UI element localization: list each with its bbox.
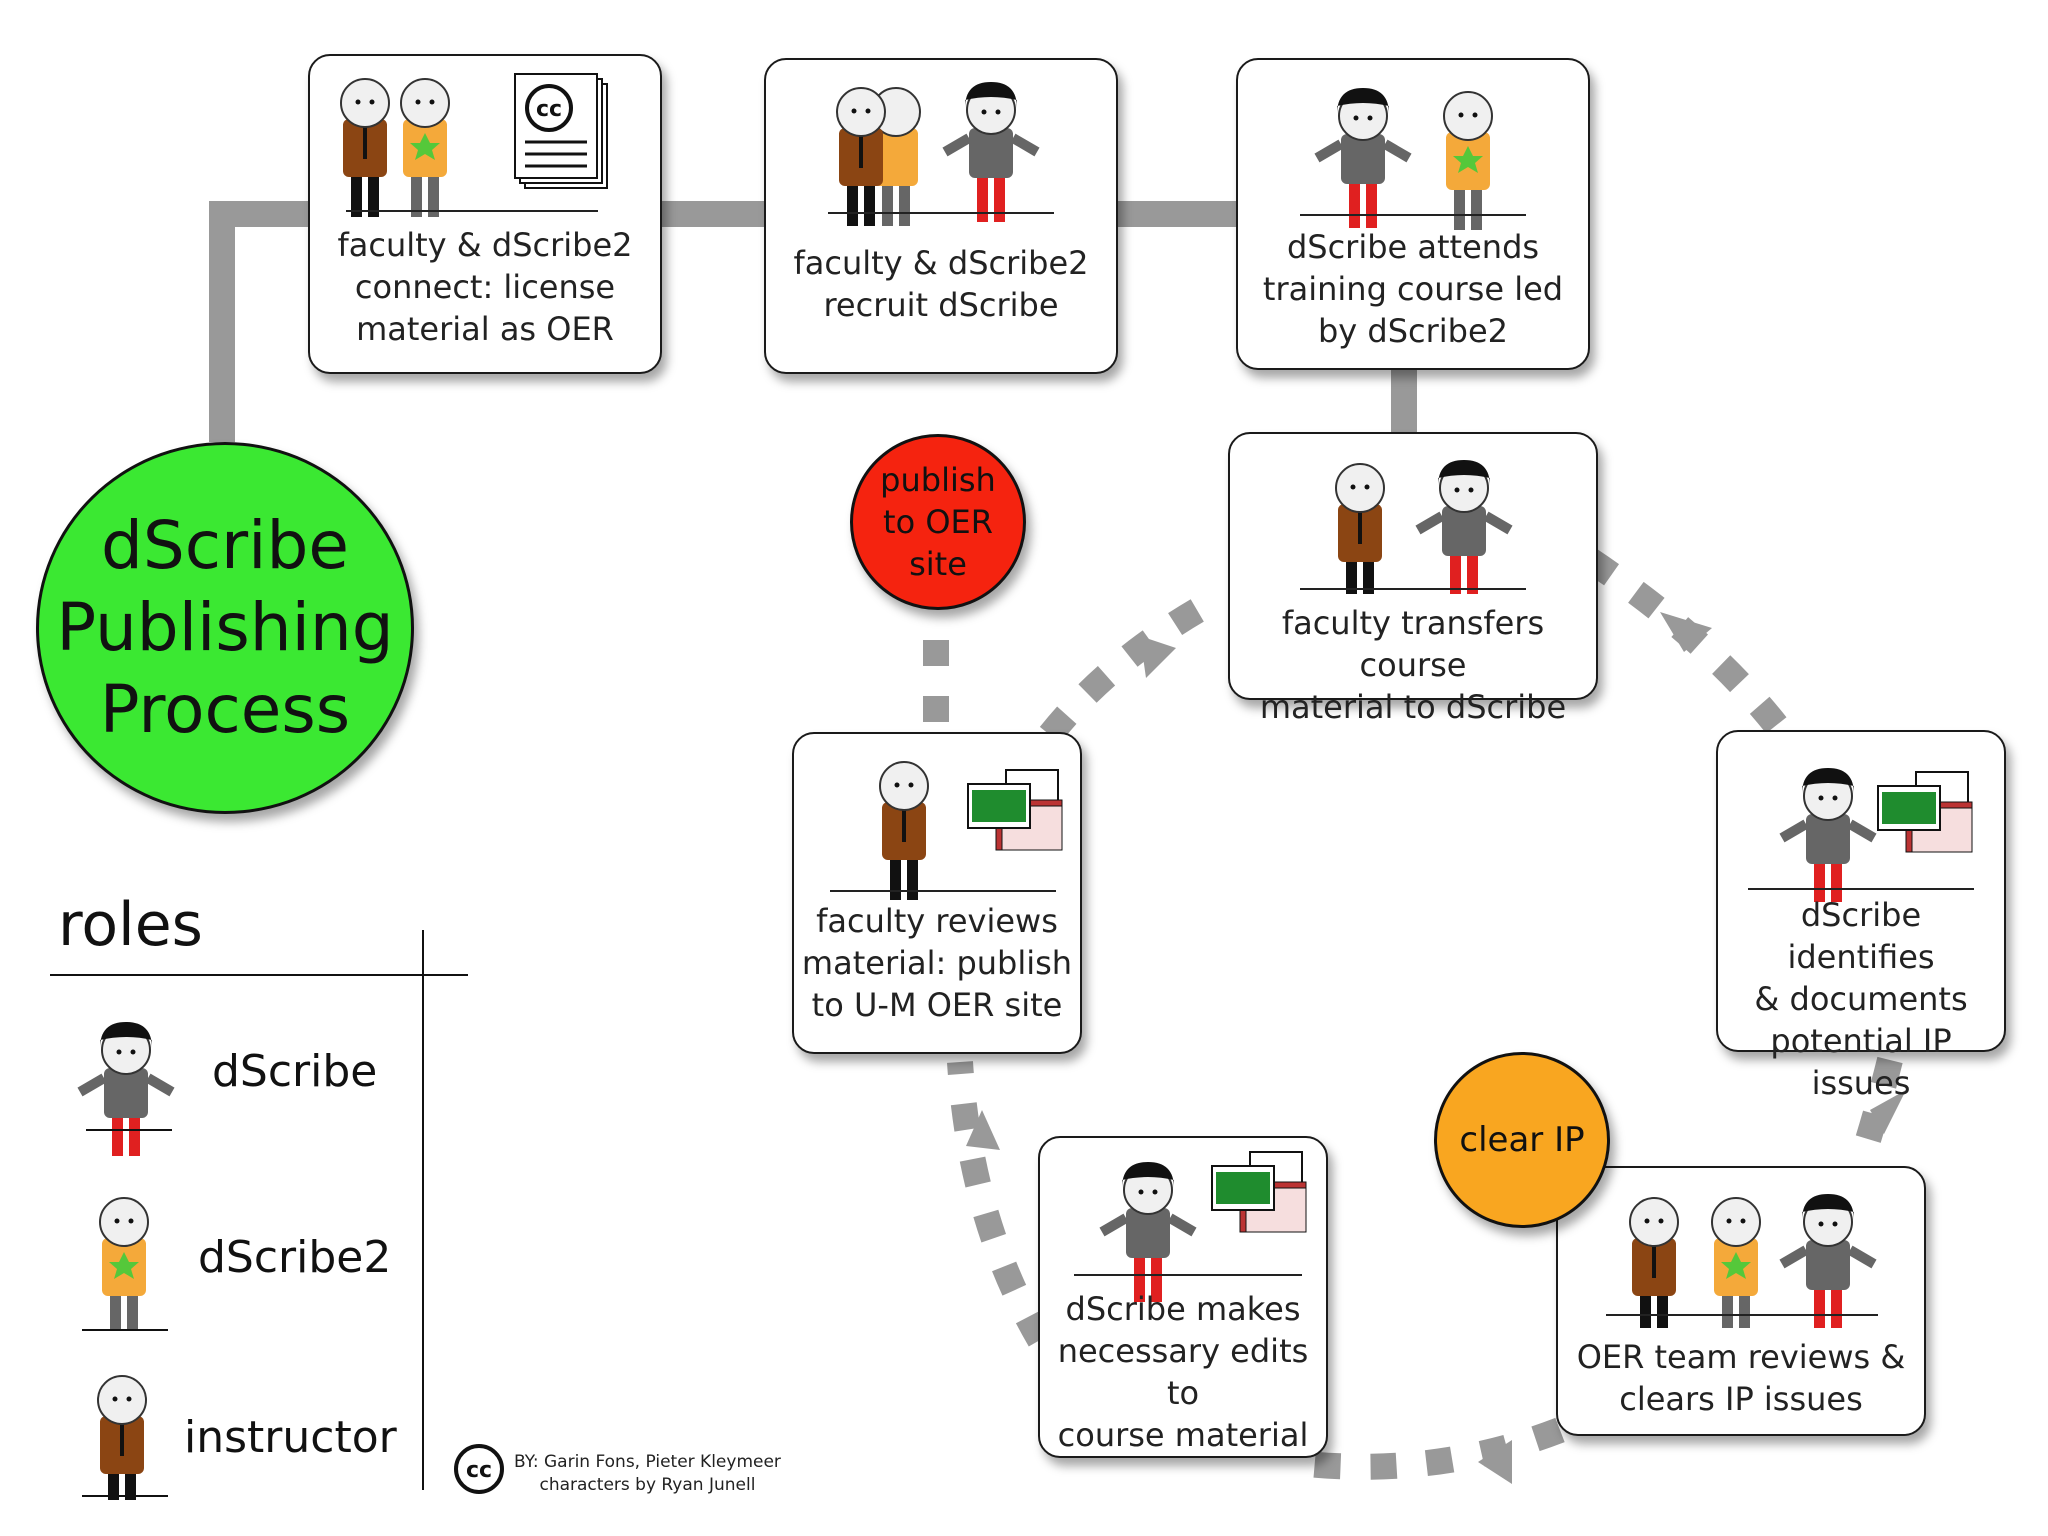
instructor-figure: [1629, 1197, 1679, 1328]
credit-authors: BY: Garin Fons, Pieter Kleymeer: [514, 1452, 781, 1472]
card-divider: [828, 212, 1054, 214]
card-illustration: [1629, 1194, 1877, 1328]
instructor-figure: [340, 78, 390, 217]
credit-text: BY: Garin Fons, Pieter Kleymeer characte…: [514, 1451, 781, 1497]
dscribe2-figure: [871, 87, 921, 226]
step-card-recruit: faculty & dScribe2 recruit dScribe: [764, 58, 1118, 374]
card-divider: [1606, 1314, 1878, 1316]
cc-license-document-icon: cc: [514, 73, 608, 189]
step-card-edits: dScribe makes necessary edits to course …: [1038, 1136, 1328, 1458]
card-illustration: [1779, 768, 1973, 902]
instructor-figure: [879, 761, 929, 900]
role-label-dscribe2: dScribe2: [198, 1232, 392, 1283]
publish-bubble-label: publish to OER site: [880, 461, 996, 583]
step-label-transfer: faculty transfers course material to dSc…: [1259, 604, 1567, 726]
card-divider: [1748, 888, 1974, 890]
process-title: dScribe Publishing Process: [56, 507, 394, 748]
card-illustration: [836, 82, 1040, 226]
step-card-identify: dScribe identifies & documents potential…: [1716, 730, 2006, 1102]
dscribe2-figure: [1711, 1197, 1761, 1328]
card-divider: [1300, 588, 1526, 590]
dscribe-role-figure: [77, 1022, 175, 1156]
card-divider: [830, 890, 1056, 892]
roles-vertical-rule: [422, 930, 424, 1490]
roles-title: roles: [58, 890, 203, 960]
instructor-figure: [836, 87, 886, 226]
step-label-training: dScribe attends training course led by d…: [1262, 228, 1564, 350]
step-card-connect: cc faculty & dScribe2 connect: license m…: [308, 54, 662, 374]
clear-ip-bubble-label: clear IP: [1459, 1120, 1585, 1160]
card-illustration: [1099, 1151, 1307, 1302]
card-illustration: [879, 761, 1063, 900]
step-label-recruit: faculty & dScribe2 recruit dScribe: [793, 244, 1089, 324]
dscribe-figure: [1314, 88, 1412, 228]
card-divider: [1300, 214, 1526, 216]
course-slides-icon: [1877, 771, 1973, 853]
role-label-dscribe: dScribe: [212, 1046, 378, 1097]
instructor-role-figure: [97, 1375, 147, 1500]
step-card-oer-review: OER team reviews & clears IP issues: [1556, 1166, 1926, 1436]
cc-glyph: cc: [466, 1458, 492, 1483]
dscribe-figure: [1779, 1194, 1877, 1328]
process-title-bubble: dScribe Publishing Process: [36, 442, 414, 814]
card-divider: [346, 210, 598, 212]
course-slides-icon: [967, 769, 1063, 851]
card-illustration: [1335, 460, 1513, 594]
roles-figures: [77, 1022, 175, 1500]
clear-ip-bubble: clear IP: [1434, 1052, 1610, 1228]
course-slides-icon: [1211, 1151, 1307, 1233]
roles-horizontal-rule: [50, 974, 468, 976]
dscribe2-figure: [1443, 91, 1493, 230]
card-illustration: cc: [340, 73, 608, 217]
creative-commons-icon: cc: [454, 1444, 504, 1494]
dscribe2-figure: [400, 78, 450, 217]
card-divider: [1074, 1274, 1302, 1276]
credit-characters: characters by Ryan Junell: [539, 1475, 756, 1495]
step-label-oer-review: OER team reviews & clears IP issues: [1576, 1338, 1906, 1418]
role-label-instructor: instructor: [184, 1412, 397, 1463]
step-label-identify: dScribe identifies & documents potential…: [1754, 896, 1968, 1102]
step-label-edits: dScribe makes necessary edits to course …: [1057, 1290, 1309, 1454]
svg-text:cc: cc: [536, 97, 562, 122]
step-label-faculty-review: faculty reviews material: publish to U-M…: [801, 902, 1073, 1024]
instructor-figure: [1335, 463, 1385, 594]
dscribe2-role-figure: [99, 1197, 149, 1330]
step-label-connect: faculty & dScribe2 connect: license mate…: [337, 226, 633, 348]
step-card-transfer: faculty transfers course material to dSc…: [1228, 432, 1598, 726]
publish-bubble: publish to OER site: [850, 434, 1026, 610]
step-card-training: dScribe attends training course led by d…: [1236, 58, 1590, 370]
dscribe-figure: [1779, 768, 1877, 902]
card-illustration: [1314, 88, 1493, 230]
step-card-faculty-review: faculty reviews material: publish to U-M…: [792, 732, 1082, 1054]
dscribe-figure: [1099, 1162, 1197, 1302]
dscribe-figure: [1415, 460, 1513, 594]
dscribe-figure: [942, 82, 1040, 222]
cycle-arrowheads: [966, 612, 1906, 1484]
